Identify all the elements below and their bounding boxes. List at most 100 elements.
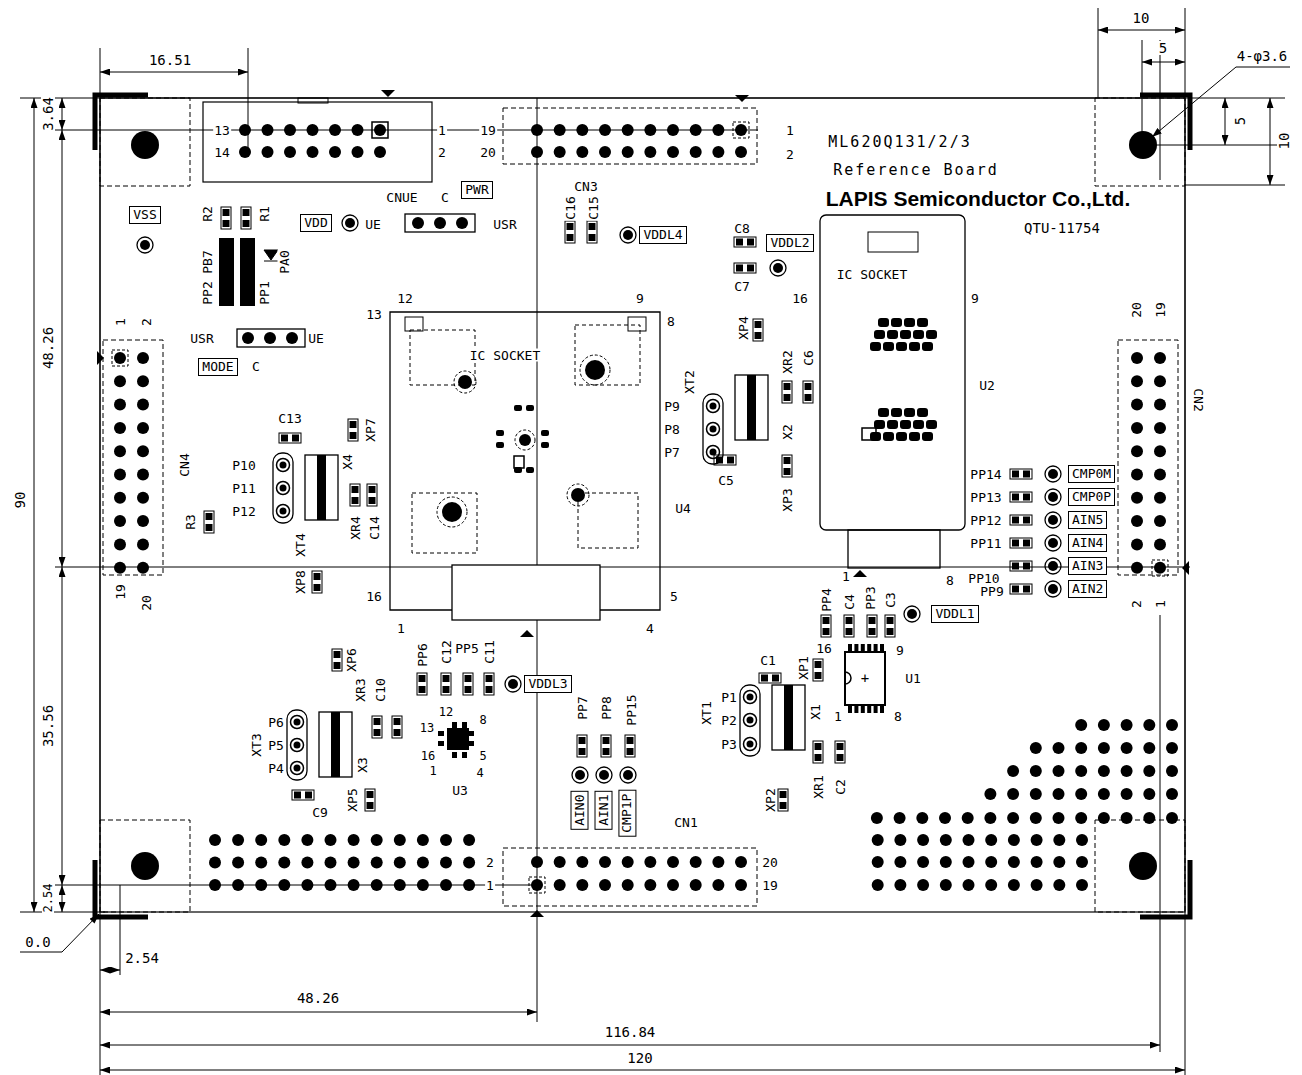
smd-pad [579, 748, 586, 755]
part-label: U3 [451, 784, 469, 797]
socket-contact [862, 428, 876, 440]
pin-pad [894, 856, 906, 868]
net-label-box: VDDL1 [931, 605, 978, 623]
pin-pad [301, 857, 313, 869]
pin-pad [137, 515, 149, 527]
pin-pad [1131, 562, 1143, 574]
net-label-box: AIN1 [595, 790, 613, 829]
part-label: PP15 [625, 693, 638, 726]
test-point [1045, 512, 1061, 528]
smd-pad [1023, 517, 1030, 524]
pin-pad [1166, 742, 1178, 754]
pin-pad [576, 856, 588, 868]
pin-pad [329, 124, 341, 136]
pin-pad [1143, 742, 1155, 754]
test-point-core [773, 263, 783, 273]
pin-number: 13 [365, 308, 383, 321]
ic-socket-outline [820, 215, 965, 530]
crystal-socket [287, 710, 307, 780]
pin-pad [622, 124, 634, 136]
smd-pad [887, 617, 894, 624]
dimension-value: 48.26 [41, 326, 55, 370]
pin-pad [371, 879, 383, 891]
socket-post [458, 375, 472, 389]
pin-pad [137, 352, 149, 364]
part-label: U1 [904, 672, 922, 685]
socket-contact [883, 342, 894, 351]
pin-pad [394, 879, 406, 891]
pin1-square [372, 122, 388, 138]
smd-pad [394, 729, 401, 736]
pad-outline [835, 741, 845, 763]
pin-pad [690, 146, 702, 158]
pin-pad [576, 879, 588, 891]
part-label: C13 [277, 412, 302, 425]
crystal-body [735, 375, 768, 440]
smd-pad [1023, 494, 1030, 501]
socket-contact [904, 318, 915, 327]
extension-line [1160, 615, 1161, 1052]
test-point [770, 260, 786, 276]
net-label: AIN0 [573, 794, 587, 825]
pin-pad [872, 856, 884, 868]
part-label: XT4 [294, 532, 307, 557]
part-label: C14 [368, 515, 381, 540]
pin1-marker [1182, 561, 1189, 575]
pin-pad [1053, 812, 1065, 824]
pin-pad [1007, 812, 1019, 824]
socket-contact [917, 408, 928, 417]
pin-pad [255, 857, 267, 869]
smd-pad [1023, 586, 1030, 593]
pad-outline [625, 735, 635, 757]
pad-outline [734, 263, 756, 273]
crystal-pin-core [710, 426, 717, 433]
part-label: PP6 [416, 642, 429, 667]
part-label: XR1 [812, 774, 825, 799]
crystal-pin [291, 716, 304, 729]
pin1-marker [853, 570, 867, 577]
jumper-pin [412, 217, 424, 229]
pin-pad [1131, 422, 1143, 434]
pin1-marker [520, 630, 534, 637]
net-label-box: AIN5 [1068, 511, 1107, 529]
ic-lead [452, 752, 457, 758]
crystal-pin-core [294, 742, 301, 749]
socket-centre [519, 434, 531, 446]
smd-pad [823, 628, 830, 635]
smd-pad [465, 675, 472, 682]
pin-pad [209, 857, 221, 869]
pad-outline [1010, 515, 1032, 525]
net-label: AIN4 [1072, 536, 1103, 550]
net-label-box: CMP1P [619, 790, 637, 837]
net-label: VDDL1 [935, 607, 974, 621]
pin-pad [114, 469, 126, 481]
part-label: XP4 [737, 315, 750, 340]
smd-pad [334, 651, 341, 658]
pin-label: P7 [663, 446, 681, 459]
pin-pad [1098, 812, 1110, 824]
test-point [1045, 489, 1061, 505]
pin-label: P5 [267, 739, 285, 752]
pin-pad [1154, 515, 1166, 527]
smd-pad [1012, 586, 1019, 593]
smd-pad [314, 584, 321, 591]
crystal-body [319, 712, 352, 777]
pin-pad [917, 834, 929, 846]
pin-number: 20 [761, 856, 779, 869]
pin-pad [239, 146, 251, 158]
smd-pad [367, 791, 374, 798]
pin-label: P2 [720, 714, 738, 727]
pin-pad [1131, 515, 1143, 527]
part-label: XP5 [346, 787, 359, 812]
part-label: X4 [341, 453, 354, 471]
smd-pad [243, 220, 250, 227]
socket-contact [917, 318, 928, 327]
pin1-marker [381, 90, 395, 97]
part-label: XT2 [683, 369, 696, 394]
pin-number: 1 [841, 570, 851, 583]
ic-lead [867, 705, 871, 713]
pad-outline [279, 433, 301, 443]
pin-number: 20 [140, 594, 153, 612]
pin-pad [1030, 742, 1042, 754]
net-label: VDD [304, 216, 327, 230]
